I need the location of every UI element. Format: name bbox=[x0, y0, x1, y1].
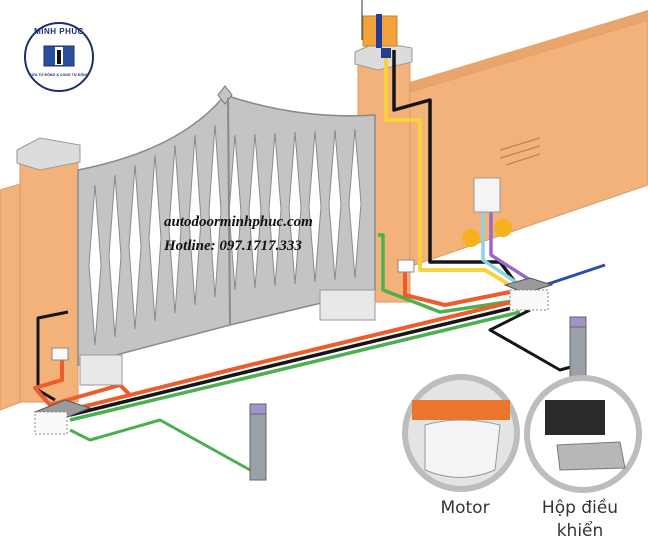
gate-diamond-opening bbox=[248, 133, 262, 289]
right-wall bbox=[399, 10, 648, 271]
wall-control-panel bbox=[473, 177, 501, 213]
indicator-dot bbox=[462, 229, 480, 247]
wire-black-main bbox=[69, 304, 521, 417]
warning-lamp bbox=[361, 0, 398, 58]
brand-logo: MINH PHÚC CỬA TỰ ĐỘNG & CỔNG TỰ ĐỘNG bbox=[22, 20, 96, 94]
wire-black-left bbox=[36, 310, 69, 402]
motor-label: Motor bbox=[440, 498, 490, 518]
gate-diamond-opening bbox=[308, 130, 322, 283]
motor-left bbox=[79, 354, 123, 386]
wire-black-photocell bbox=[488, 308, 579, 372]
wire-green-right bbox=[378, 233, 521, 314]
photocell-post-right bbox=[569, 316, 587, 379]
wiring bbox=[33, 50, 606, 472]
wire-green-main bbox=[69, 310, 521, 422]
website-watermark: autodoorminhphuc.com bbox=[164, 214, 313, 230]
wire-red-right bbox=[403, 270, 511, 307]
gate-diamond-opening bbox=[208, 124, 222, 298]
wire-green-photocell bbox=[69, 418, 251, 472]
gate-diamond-opening bbox=[148, 154, 162, 322]
indicator-dot bbox=[494, 219, 512, 237]
motor-right bbox=[319, 289, 376, 321]
gate-diamond-opening bbox=[228, 134, 242, 291]
logo-tagline: CỬA TỰ ĐỘNG & CỔNG TỰ ĐỘNG bbox=[29, 73, 89, 77]
wire-purple bbox=[489, 210, 531, 282]
wire-cyan bbox=[481, 210, 521, 287]
wire-yellow bbox=[384, 55, 512, 287]
receiver-right bbox=[397, 259, 415, 273]
motor-callout bbox=[402, 374, 520, 492]
gate-diamond-opening bbox=[108, 174, 122, 338]
receiver-left bbox=[51, 347, 69, 361]
left-pillar bbox=[16, 137, 81, 403]
gate-diamond-opening bbox=[348, 128, 362, 279]
wire-blue bbox=[544, 263, 606, 287]
junction-box-left bbox=[33, 399, 92, 435]
brick-detail bbox=[499, 137, 541, 166]
wire-red-left bbox=[33, 360, 132, 407]
junction-box-right bbox=[503, 277, 554, 311]
gate-diamond-opening bbox=[288, 131, 302, 285]
gate-diamond-opening bbox=[128, 164, 142, 330]
hotline-watermark: Hotline: 097.1717.333 bbox=[164, 238, 302, 254]
gate-diamond-opening bbox=[188, 134, 202, 306]
gate-openings bbox=[88, 124, 362, 346]
photocell-post-left bbox=[249, 403, 267, 481]
control-box-callout bbox=[524, 375, 642, 493]
logo-brand-name: MINH PHÚC bbox=[34, 27, 84, 36]
gate-diamond-opening bbox=[328, 129, 342, 281]
swing-gate bbox=[77, 85, 376, 366]
control-box-label: Hộp điều khiển bbox=[541, 498, 619, 541]
gate-diamond-opening bbox=[268, 132, 282, 287]
logo-emblem-icon bbox=[24, 22, 94, 92]
gate-diamond-opening bbox=[88, 184, 102, 346]
gate-diamond-opening bbox=[168, 144, 182, 314]
wire-black-top bbox=[392, 50, 517, 284]
